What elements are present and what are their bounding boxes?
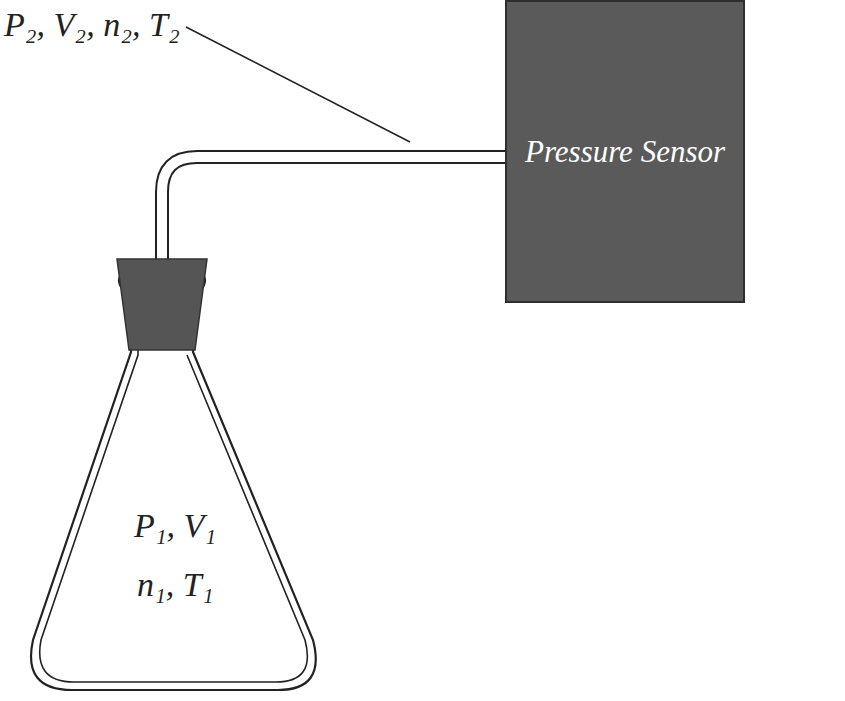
state-label: P₂, V₂, n₂, T₂: [4, 6, 180, 44]
leader-line: [186, 27, 410, 142]
tube-wall: [162, 157, 505, 259]
flask-outline: [20, 258, 330, 694]
flask-node: P₁, V₁ n₁, T₁: [20, 258, 330, 694]
sensor-box: Pressure Sensor: [505, 0, 745, 303]
flask-part: [117, 259, 207, 350]
tube-bore: [162, 157, 505, 259]
connecting-tube: [162, 157, 505, 259]
device-name: Pressure Sensor: [525, 134, 725, 170]
state-variables: n₁, T₁: [137, 566, 214, 604]
state-variables: P₁, V₁: [134, 507, 216, 545]
